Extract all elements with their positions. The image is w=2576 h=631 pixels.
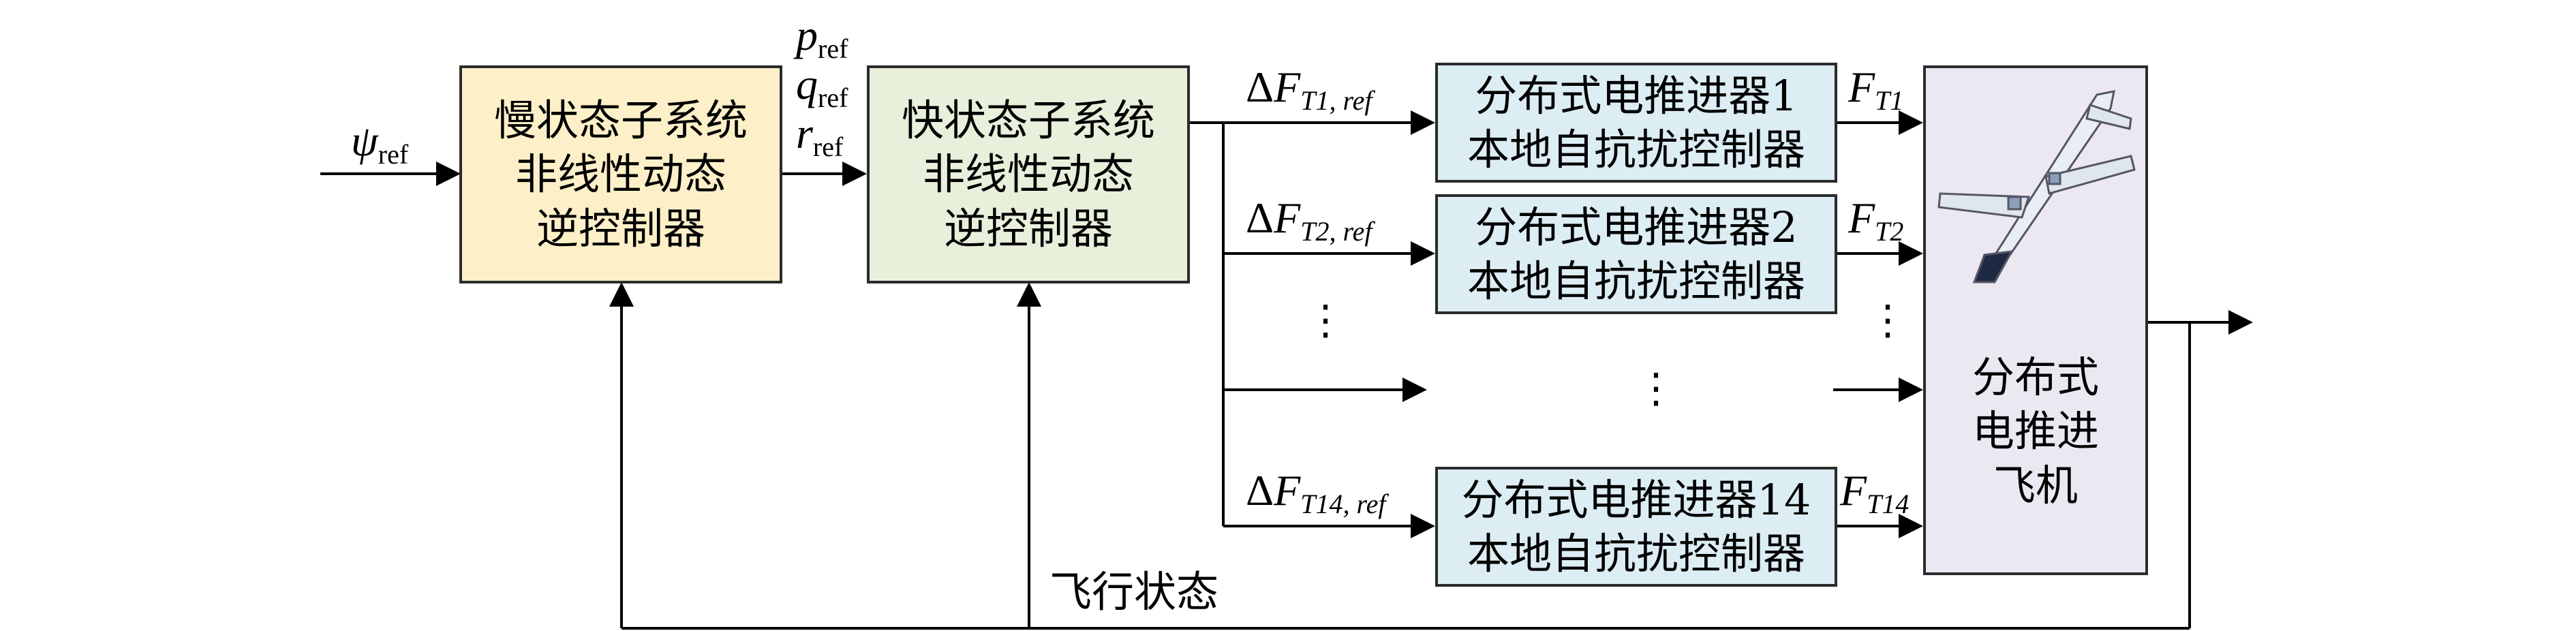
esc2-line1: 分布式电推进器2 xyxy=(1475,202,1798,252)
ellipsis-center: ⋮ xyxy=(1636,365,1676,412)
f-t2-label: FT2 xyxy=(1848,194,1904,247)
slow-line3: 逆控制器 xyxy=(536,203,705,253)
delta-f-t1-ref-label: ΔFT1, ref xyxy=(1246,63,1373,116)
q-ref-label: qref xyxy=(796,60,848,113)
flight-state-label: 飞行状态 xyxy=(1049,567,1219,617)
ellipsis-left: ⋮ xyxy=(1305,296,1346,344)
aircraft-line1: 分布式 xyxy=(1972,352,2099,402)
p-ref-label: pref xyxy=(796,11,848,64)
esc14-line2: 本地自抗扰控制器 xyxy=(1467,529,1805,579)
fast-line3: 逆控制器 xyxy=(943,203,1113,253)
esc-controller-1: 分布式电推进器1 本地自抗扰控制器 xyxy=(1435,63,1837,183)
esc1-line2: 本地自抗扰控制器 xyxy=(1467,125,1805,174)
fast-subsystem-controller: 快状态子系统 非线性动态 逆控制器 xyxy=(867,65,1190,283)
slow-subsystem-controller: 慢状态子系统 非线性动态 逆控制器 xyxy=(459,65,782,283)
ellipsis-right: ⋮ xyxy=(1867,296,1908,344)
aircraft-line2: 电推进 xyxy=(1972,406,2099,457)
delta-f-t2-ref-label: ΔFT2, ref xyxy=(1246,194,1373,247)
psi-ref-label: ψref xyxy=(351,117,409,170)
f-t1-label: FT1 xyxy=(1848,63,1904,116)
f-t14-label: FT14 xyxy=(1840,466,1910,519)
airplane-icon xyxy=(1937,90,2136,283)
slow-line2: 非线性动态 xyxy=(515,149,726,200)
aircraft-line3: 飞机 xyxy=(1993,460,2078,510)
aircraft-block: 分布式 电推进 飞机 xyxy=(1923,65,2148,575)
fast-line2: 非线性动态 xyxy=(922,149,1134,200)
fast-line1: 快状态子系统 xyxy=(901,95,1155,145)
esc-controller-14: 分布式电推进器14 本地自抗扰控制器 xyxy=(1435,467,1837,587)
esc-controller-2: 分布式电推进器2 本地自抗扰控制器 xyxy=(1435,194,1837,314)
delta-f-t14-ref-label: ΔFT14, ref xyxy=(1246,466,1386,519)
esc1-line1: 分布式电推进器1 xyxy=(1475,70,1798,121)
esc14-line1: 分布式电推进器14 xyxy=(1461,474,1811,525)
esc2-line2: 本地自抗扰控制器 xyxy=(1467,256,1805,306)
r-ref-label: rref xyxy=(796,109,844,162)
slow-line1: 慢状态子系统 xyxy=(493,95,748,145)
